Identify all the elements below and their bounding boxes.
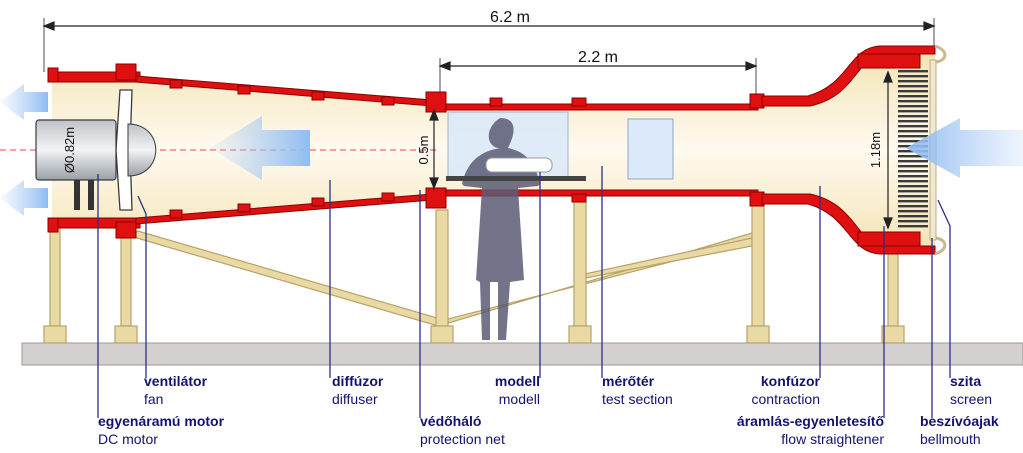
test-height-dimension: 0.5m <box>416 136 431 165</box>
straightener-slat <box>898 165 928 168</box>
straightener-slat <box>898 105 928 108</box>
flow-straightener-label-en: flow straightener <box>781 431 884 447</box>
diffuser-label-en: diffuser <box>332 391 378 407</box>
straightener-slat <box>898 140 928 143</box>
bellmouth-label: beszívóajak <box>920 413 999 429</box>
test-section-label: mérőtér <box>602 373 655 389</box>
straightener-slat <box>898 205 928 208</box>
inflow-arrow <box>906 118 1023 178</box>
motor-mount-right <box>88 180 94 210</box>
person-silhouette <box>462 118 540 340</box>
bellmouth-label-en: bellmouth <box>920 431 981 447</box>
inner-flow-arrow <box>210 116 310 180</box>
straightener-slat <box>898 225 928 228</box>
straightener-slat <box>898 100 928 103</box>
straightener-slat <box>898 135 928 138</box>
model-body <box>485 157 553 173</box>
screen-label-en: screen <box>950 391 992 407</box>
straightener-slat <box>898 130 928 133</box>
dimension-lines <box>42 18 936 230</box>
outflow-arrow-bottom <box>0 180 48 216</box>
flow-straightener-label: áramlás-egyenletesítő <box>737 413 884 429</box>
protection-net-label: védőháló <box>420 413 481 429</box>
leader-lines <box>97 166 951 418</box>
straightener-slat <box>898 185 928 188</box>
straightener-slat <box>898 190 928 193</box>
contraction-label-en: contraction <box>752 391 820 407</box>
straightener-slat <box>898 90 928 93</box>
straightener-slat <box>898 80 928 83</box>
straightener-slat <box>898 195 928 198</box>
straightener-slat <box>898 220 928 223</box>
dc-motor-label: egyenáramú motor <box>98 413 225 429</box>
screen-label: szita <box>950 373 981 389</box>
model-label: modell <box>495 373 540 389</box>
total-length-dimension: 6.2 m <box>490 9 530 26</box>
test-section-length-dimension: 2.2 m <box>578 49 618 66</box>
straightener-slat <box>898 200 928 203</box>
fan-diameter-dimension: Ø0.82m <box>62 127 77 173</box>
straightener-slat <box>898 160 928 163</box>
straightener-slat <box>898 175 928 178</box>
ground <box>21 342 1023 366</box>
contraction-label: konfúzor <box>761 373 821 389</box>
motor-mount-left <box>74 180 80 210</box>
bellmouth-bottom <box>934 236 947 256</box>
straightener-slat <box>898 170 928 173</box>
straightener-slat <box>898 180 928 183</box>
straightener-slat <box>898 215 928 218</box>
fan-label: ventilátor <box>144 373 208 389</box>
straightener-slat <box>898 125 928 128</box>
model-label-en: modell <box>499 391 540 407</box>
test-section-label-en: test section <box>602 391 673 407</box>
bellmouth <box>934 44 947 64</box>
straightener-slat <box>898 75 928 78</box>
straightener-slat <box>898 70 928 73</box>
fan-label-en: fan <box>144 391 163 407</box>
fan-hub <box>127 123 157 177</box>
straightener-slat <box>898 120 928 123</box>
dc-motor-label-en: DC motor <box>98 431 158 447</box>
diffuser-label: diffúzor <box>332 373 384 389</box>
outflow-arrow-top <box>0 84 48 120</box>
protection-net-label-en: protection net <box>420 431 505 447</box>
straightener-slat <box>898 85 928 88</box>
straightener-slat <box>898 95 928 98</box>
inlet-height-dimension: 1.18m <box>868 132 883 168</box>
support-structure <box>43 195 905 344</box>
straightener-slat <box>898 110 928 113</box>
straightener-slat <box>898 155 928 158</box>
straightener-slat <box>898 115 928 118</box>
model-platform <box>446 176 586 181</box>
side-window <box>627 118 674 180</box>
straightener-slat <box>898 210 928 213</box>
